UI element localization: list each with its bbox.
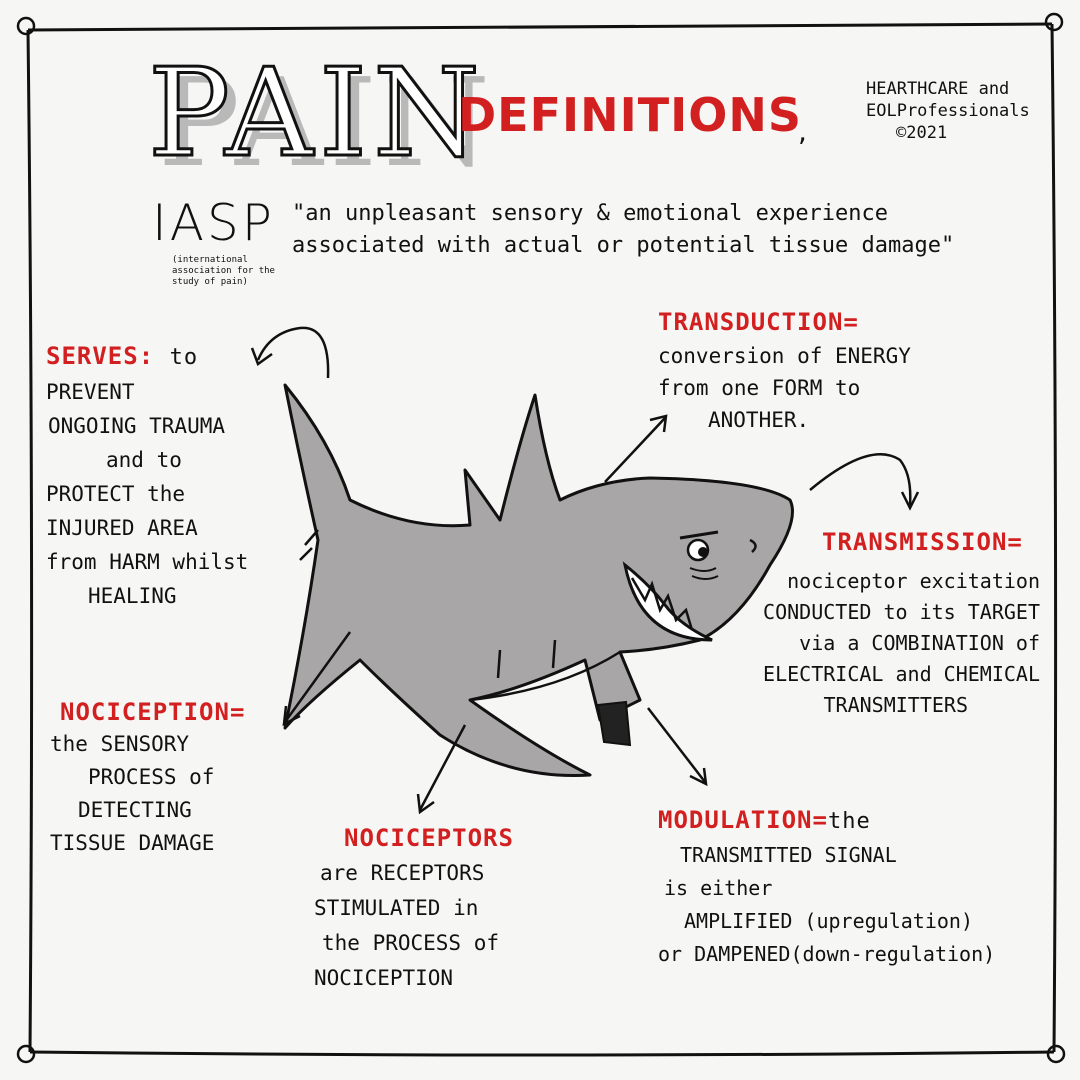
transmission-line-3: via a COMBINATION of	[799, 631, 1040, 655]
modulation-line-4: or DAMPENED(down-regulation)	[658, 942, 996, 966]
transduction-section: TRANSDUCTION= conversion of ENERGY from …	[658, 310, 911, 436]
arrow-transduction	[604, 417, 666, 483]
transduction-line-3: ANOTHER.	[708, 408, 810, 432]
serves-line-7: HEALING	[88, 584, 177, 608]
nociception-line-1: the SENSORY	[50, 732, 190, 756]
modulation-line-3: AMPLIFIED (upregulation)	[684, 909, 973, 933]
modulation-section: MODULATION=the TRANSMITTED SIGNAL is eit…	[658, 808, 995, 971]
arrow-modulation	[647, 707, 706, 783]
transduction-heading: TRANSDUCTION=	[658, 308, 859, 336]
transduction-line-1: conversion of ENERGY	[658, 344, 911, 368]
credit-block: HEARTHCARE and EOLProfessionals ©2021	[866, 78, 1066, 144]
nociceptors-heading: NOCICEPTORS	[344, 824, 514, 852]
serves-heading-tail: to	[169, 345, 199, 370]
serves-line-5: INJURED AREA	[46, 516, 198, 540]
serves-line-2: ONGOING TRAUMA	[48, 414, 226, 438]
transmission-line-4: ELECTRICAL and CHEMICAL	[763, 662, 1040, 686]
serves-line-3: and to	[106, 448, 182, 472]
transmission-heading-wrap: TRANSMISSION=	[822, 530, 1023, 554]
title-definitions: DEFINITIONS	[458, 88, 802, 142]
serves-heading: SERVES:	[46, 342, 155, 370]
modulation-line-2: is either	[664, 876, 773, 900]
credit-line-2: EOLProfessionals	[866, 101, 1030, 121]
nociception-heading: NOCICEPTION=	[60, 698, 246, 726]
nociceptors-line-2: STIMULATED in	[314, 896, 479, 920]
nociceptors-line-4: NOCICEPTION	[314, 966, 454, 990]
shark-body	[283, 383, 794, 777]
quote-line-1: "an unpleasant sensory & emotional exper…	[292, 201, 889, 226]
arrow-nociceptors	[418, 724, 467, 811]
nociception-section: NOCICEPTION= the SENSORY PROCESS of DETE…	[50, 698, 246, 860]
transduction-line-2: from one FORM to	[658, 376, 861, 400]
iasp-acronym: IASP	[152, 194, 275, 252]
serves-section: SERVES: to PREVENT ONGOING TRAUMA and to…	[46, 344, 248, 613]
transmission-line-2: CONDUCTED to its TARGET	[763, 600, 1040, 624]
serves-line-4: PROTECT the	[46, 482, 186, 506]
nociceptors-line-1: are RECEPTORS	[320, 861, 485, 885]
arrow-transmission	[809, 453, 912, 506]
iasp-fullname: (international association for the study…	[172, 255, 275, 287]
credit-line-3: ©2021	[896, 123, 948, 143]
transmission-line-5: TRANSMITTERS	[823, 693, 969, 717]
nociceptors-line-3: the PROCESS of	[322, 931, 500, 955]
serves-line-6: from HARM whilst	[46, 550, 249, 574]
credit-line-1: HEARTHCARE and	[866, 79, 1010, 99]
nociception-line-2: PROCESS of	[88, 765, 215, 789]
arrow-nociception	[283, 631, 352, 723]
nociceptors-section: NOCICEPTORS are RECEPTORS STIMULATED in …	[314, 824, 514, 996]
modulation-heading: MODULATION=	[658, 806, 828, 834]
serves-line-1: PREVENT	[46, 380, 135, 404]
quote-line-2: associated with actual or potential tiss…	[292, 233, 955, 258]
arrow-serves	[256, 326, 330, 379]
modulation-line-1: TRANSMITTED SIGNAL	[680, 843, 897, 867]
title-comma: ,	[798, 115, 807, 148]
transmission-body: nociceptor excitation CONDUCTED to its T…	[700, 566, 1040, 721]
modulation-heading-tail: the	[827, 809, 871, 834]
title-pain: PAIN	[147, 42, 486, 184]
transmission-heading: TRANSMISSION=	[822, 528, 1023, 556]
iasp-quote: "an unpleasant sensory & emotional exper…	[292, 198, 955, 262]
nociception-line-3: DETECTING	[78, 798, 192, 822]
transmission-line-1: nociceptor excitation	[787, 569, 1040, 593]
nociception-line-4: TISSUE DAMAGE	[50, 831, 215, 855]
